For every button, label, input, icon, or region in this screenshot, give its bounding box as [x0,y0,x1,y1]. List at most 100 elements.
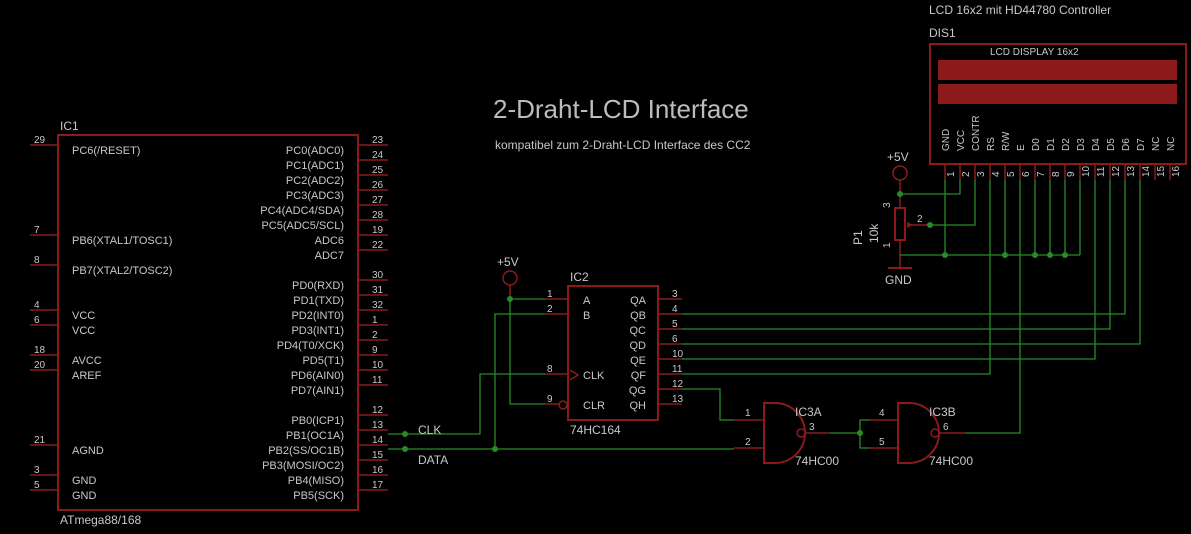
gnd-label: GND [885,273,912,287]
ic3b-pin-4: 4 [879,408,885,419]
lcd-pin-number: 6 [1021,171,1032,177]
ic2-pin-label: QB [630,310,646,322]
shift-register-ref: IC2 [570,270,589,284]
mcu-pin-number: 19 [372,225,384,236]
data-net-label: DATA [418,453,448,467]
mcu-pin-number: 12 [372,405,384,416]
lcd-pin-label: VCC [956,130,967,151]
lcd-pin-number: 14 [1141,165,1152,177]
lcd-pin-label: RS [986,137,997,151]
ic2-pin-number: 6 [672,334,678,345]
mcu-pin-label: ADC6 [315,235,344,247]
mcu-pin-number: 31 [372,285,384,296]
wires [388,180,1141,450]
lcd-header: LCD DISPLAY 16x2 [990,47,1079,58]
ic2-pin-label: QA [630,295,647,307]
ic2-pin-number: 13 [672,394,684,405]
ic2-pin-number: 11 [672,364,683,375]
mcu-pin-number: 32 [372,300,384,311]
mcu-ref: IC1 [60,119,79,133]
mcu-pin-number: 23 [372,135,384,146]
mcu-pin-label: PC5(ADC5/SCL) [261,220,344,232]
mcu-pin-label: PB4(MISO) [288,475,344,487]
lcd-pin-number: 8 [1051,171,1062,177]
mcu-pin-number: 22 [372,240,384,251]
mcu-pin-number: 2 [372,330,378,341]
mcu-pin-number: 9 [372,345,378,356]
mcu-name: ATmega88/168 [60,513,141,527]
mcu-pin-label: PB6(XTAL1/TOSC1) [72,235,172,247]
lcd-pins: GND1VCC2CONTR3RS4R/W5E6D07D18D29D310D411… [941,115,1182,180]
ic3b-ref: IC3B [929,405,956,419]
lcd-pin-number: 5 [1006,171,1017,177]
ic3a-pin-2: 2 [745,437,751,448]
clk-net-label: CLK [418,423,441,437]
schematic-title: 2-Draht-LCD Interface [493,94,749,124]
wiper-arrow-icon [907,222,913,228]
lcd-pin-label: D6 [1121,138,1132,151]
ic3b-name: 74HC00 [929,454,973,468]
mcu-pin-number: 26 [372,180,384,191]
mcu-pin-label: PB3(MOSI/OC2) [262,460,344,472]
mcu-right-pins: 23PC0(ADC0)24PC1(ADC1)25PC2(ADC2)26PC3(A… [260,135,388,502]
ic2-pin-label: B [583,310,590,322]
lcd-pin-label: GND [941,129,952,151]
mcu-pin-number: 28 [372,210,384,221]
mcu-pin-number: 14 [372,435,384,446]
lcd-pin-number: 2 [961,171,972,177]
mcu-pin-label: PC2(ADC2) [286,175,344,187]
ic2-pin-label: QH [630,400,647,412]
lcd-pin-label: R/W [1001,131,1012,151]
ic2-pin-number: 8 [547,364,553,375]
mcu-pin-number: 6 [34,315,40,326]
mcu-pin-label: GND [72,490,97,502]
ic3b-pin-5: 5 [879,437,885,448]
mcu-pin-number: 1 [372,315,378,326]
ic3a-output-bubble [796,428,806,438]
pot-ref: P1 [851,230,865,245]
ic2-pin-label: QD [630,340,647,352]
lcd-pin-number: 15 [1156,165,1167,177]
lcd-ref: DIS1 [929,26,956,40]
mcu-pin-label: PC1(ADC1) [286,160,344,172]
mcu-pin-number: 17 [372,480,384,491]
lcd-pin-label: NC [1166,137,1177,151]
mcu-pin-label: GND [72,475,97,487]
mcu-pin-label: ADC7 [315,250,344,262]
lcd-pin-number: 1 [946,171,957,177]
mcu-pin-label: PC6(/RESET) [72,145,140,157]
mcu-pin-label: PD0(RXD) [292,280,344,292]
lcd-pin-label: D3 [1076,138,1087,151]
mcu-pin-number: 4 [34,300,40,311]
mcu-pin-number: 25 [372,165,384,176]
mcu-pin-label: PD7(AIN1) [291,385,344,397]
pot-pin-2: 2 [917,214,923,225]
mcu-pin-label: PD1(TXD) [293,295,344,307]
mcu-pin-number: 27 [372,195,384,206]
mcu-ic1: IC1 ATmega88/168 29PC6(/RESET)7PB6(XTAL1… [30,119,388,527]
ic3b-pin-6: 6 [943,422,949,433]
ic3a-name: 74HC00 [795,454,839,468]
lcd-pin-label: CONTR [971,115,982,151]
lcd-pin-number: 9 [1066,171,1077,177]
junctions [402,191,1068,452]
mcu-pin-number: 24 [372,150,384,161]
ic3a-ref: IC3A [795,405,822,419]
gnd-symbol: GND [885,255,912,287]
ic2-pin-label: CLR [583,400,605,412]
ic2-pin-label: CLK [583,370,605,382]
mcu-pin-number: 3 [34,465,40,476]
ic2-pin-label: QF [631,370,647,382]
mcu-pin-label: PD2(INT0) [291,310,344,322]
lcd-pin-number: 7 [1036,171,1047,177]
mcu-pin-number: 11 [372,375,383,386]
mcu-pin-number: 15 [372,450,384,461]
mcu-pin-number: 13 [372,420,384,431]
vcc-label-lcd: +5V [887,150,909,164]
lcd-dis1: LCD 16x2 mit HD44780 Controller DIS1 LCD… [929,3,1187,180]
mcu-pin-label: PC0(ADC0) [286,145,344,157]
mcu-pin-label: PD6(AIN0) [291,370,344,382]
